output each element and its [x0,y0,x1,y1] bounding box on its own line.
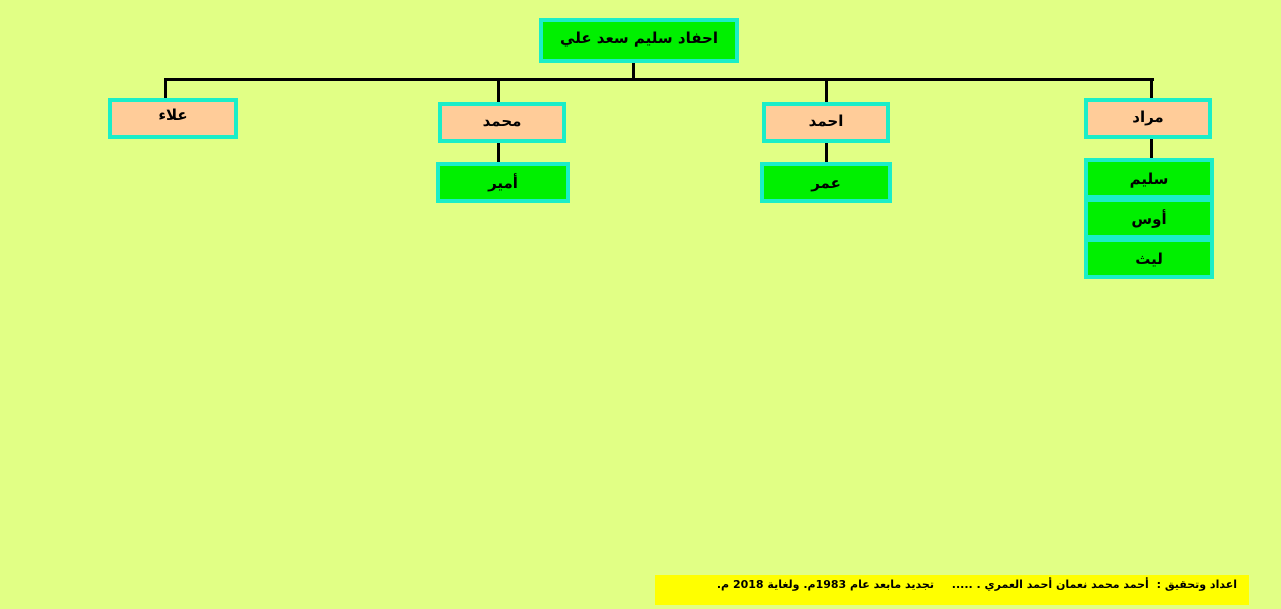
credits-label: اعداد وتحقيق : [1156,578,1237,591]
node-murad: مراد [1084,98,1212,139]
root-node: احفاد سليم سعد علي [539,18,739,63]
node-laith: ليث [1084,238,1214,279]
sibling-bar [164,78,1154,81]
root-connector [632,62,635,80]
node-amir: أمير [436,162,570,203]
node-alaa: علاء [108,98,238,139]
drop-alaa [164,78,167,99]
node-omar: عمر [760,162,892,203]
drop-murad [1150,78,1153,99]
node-mohammed: محمد [438,102,566,143]
drop-ahmed [825,78,828,103]
connector-mohammed-amir [497,141,500,163]
node-aws: أوس [1084,198,1214,239]
credits-author: أحمد محمد نعمان أحمد العمري . ..... [951,578,1149,591]
credits-line-1: اعداد وتحقيق : أحمد محمد نعمان أحمد العم… [667,578,1237,591]
credits-renewal: تجديد مابعد عام 1983م. ولغاية 2018 م. [716,578,934,591]
node-ahmed: احمد [762,102,890,143]
connector-murad-children [1150,137,1153,159]
drop-mohammed [497,78,500,103]
connector-ahmed-omar [825,141,828,163]
credits-footer: اعداد وتحقيق : أحمد محمد نعمان أحمد العم… [655,575,1249,605]
node-salim: سليم [1084,158,1214,199]
